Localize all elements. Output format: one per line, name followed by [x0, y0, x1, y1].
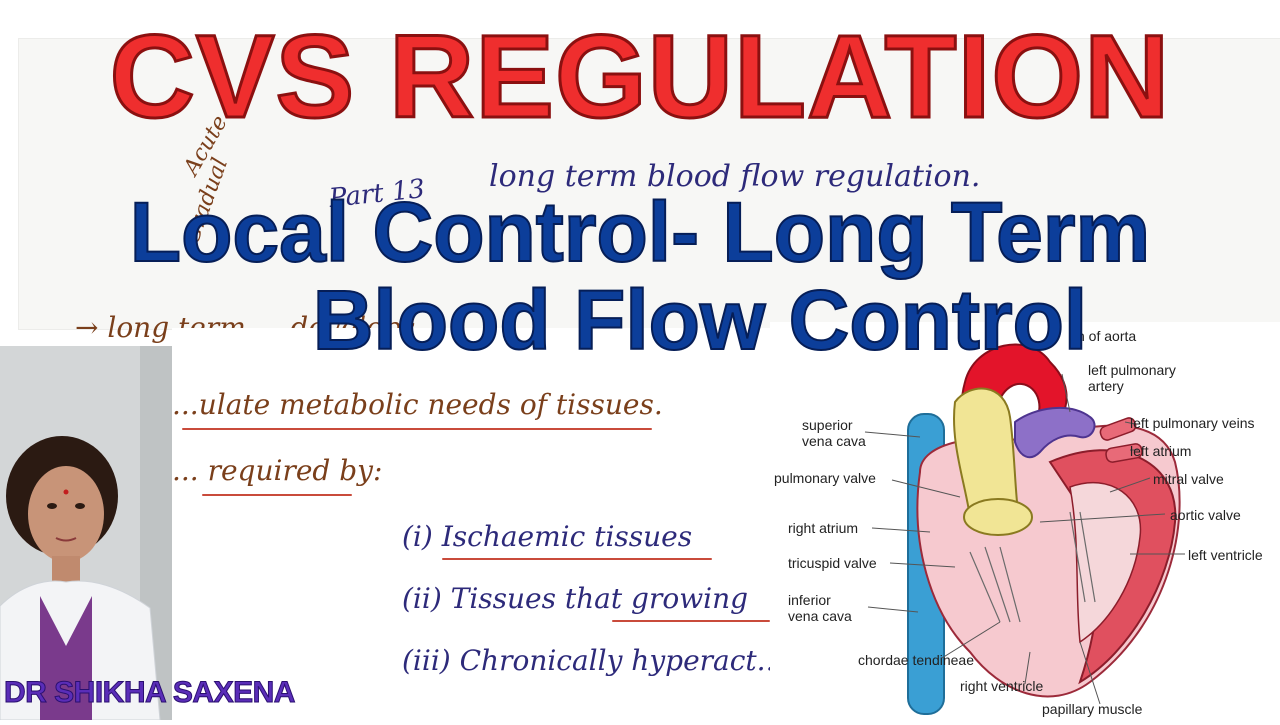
- subtitle-line-1: Local Control- Long Term: [129, 185, 1151, 279]
- heart-diagram: ch of aorta left pulmonary artery superi…: [770, 322, 1280, 720]
- label-inferior-vena-cava: inferior vena cava: [788, 592, 852, 625]
- label-chordae-tendineae: chordae tendineae: [858, 652, 974, 668]
- heart-illustration: [864, 335, 1185, 715]
- label-left-pulmonary-veins: left pulmonary veins: [1130, 415, 1255, 431]
- label-pulmonary-valve: pulmonary valve: [774, 470, 876, 486]
- note-item-2: (ii) Tissues that growing: [402, 582, 749, 615]
- label-left-atrium: left atrium: [1130, 443, 1192, 459]
- author-name: DR SHIKHA SAXENA: [4, 676, 296, 710]
- label-superior-vena-cava: superior vena cava: [802, 417, 866, 450]
- notes-lower-panel: ...ulate metabolic needs of tissues. ...…: [172, 328, 783, 720]
- label-left-pulmonary-artery: left pulmonary artery: [1088, 362, 1176, 395]
- note-line-2: ...ulate metabolic needs of tissues.: [172, 388, 663, 421]
- label-arch-of-aorta: ch of aorta: [1070, 328, 1137, 344]
- label-right-ventricle: right ventricle: [960, 678, 1044, 694]
- label-tricuspid-valve: tricuspid valve: [788, 555, 877, 571]
- note-item-3: (iii) Chronically hyperact...: [402, 644, 784, 677]
- label-right-atrium: right atrium: [788, 520, 859, 536]
- main-title: CVS REGULATION: [108, 11, 1171, 143]
- note-item-1: (i) Ischaemic tissues: [402, 520, 693, 553]
- label-left-ventricle: left ventricle: [1188, 547, 1263, 563]
- presenter-photo: [0, 346, 172, 720]
- label-papillary-muscle: papillary muscle: [1042, 701, 1143, 717]
- notes-panel: Acute Gradual Part 13 long term blood fl…: [18, 38, 1280, 344]
- label-mitral-valve: mitral valve: [1153, 471, 1224, 487]
- subtitle-line-2: Blood Flow Control: [312, 273, 1089, 367]
- label-aortic-valve: aortic valve: [1170, 507, 1241, 523]
- note-line-3: ... required by:: [172, 454, 383, 487]
- note-heading: long term blood flow regulation.: [489, 159, 981, 194]
- presenter-silhouette: [0, 346, 172, 720]
